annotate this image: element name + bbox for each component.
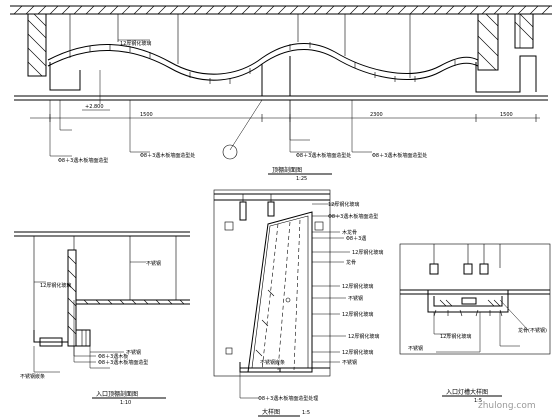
label-center-0: 12厚钢化玻璃 bbox=[328, 201, 359, 208]
dim-3: 1500 bbox=[500, 112, 513, 118]
left-base-detail bbox=[39, 337, 63, 347]
label-right-0: 12厚钢化玻璃 bbox=[440, 333, 471, 340]
label-center-12: 不锈钢嵌条 bbox=[260, 359, 285, 366]
label-top-4: Φ8＋3遇木板墙面造型处 bbox=[372, 152, 427, 159]
label-left-1: 不锈钢 bbox=[146, 260, 161, 267]
label-top-1: Φ8＋3遇木板墙面造型 bbox=[58, 157, 108, 164]
wave-ceiling-upper bbox=[47, 42, 479, 75]
column-far-right bbox=[514, 13, 534, 49]
label-center-10: 12厚钢化玻璃 bbox=[342, 349, 373, 356]
label-right-2: 不锈钢 bbox=[408, 345, 423, 352]
label-right-1: 龙骨(不锈钢) bbox=[518, 327, 547, 334]
label-center-7: 不锈钢 bbox=[348, 295, 363, 302]
label-center-1: Φ8＋3遇木板墙面造型 bbox=[328, 213, 378, 220]
watermark: zhulong.com bbox=[478, 401, 536, 411]
top-title: 顶棚剖面图 bbox=[272, 166, 302, 174]
label-center-4: 12厚钢化玻璃 bbox=[352, 249, 383, 256]
label-center-11: 不锈钢 bbox=[342, 359, 357, 366]
label-left-4: 不锈钢 bbox=[126, 349, 141, 356]
label-center-2: 木龙骨 bbox=[342, 229, 357, 236]
level-mark: +2.800 bbox=[85, 104, 104, 110]
right-scale: 1:5 bbox=[474, 398, 482, 404]
label-center-9: 12厚钢化玻璃 bbox=[348, 333, 379, 340]
section-marker bbox=[222, 144, 238, 160]
center-base-strip bbox=[239, 367, 281, 373]
top-ceiling-section: +2.800 1500 2300 1500 12厚钢化玻璃 Φ8＋3遇木板墙面造… bbox=[10, 5, 552, 182]
right-title: 入口灯槽大样图 bbox=[446, 388, 488, 396]
label-left-0: 12厚钢化玻璃 bbox=[40, 282, 71, 289]
label-left-3: Φ8＋3遇木板墙面造型 bbox=[98, 359, 148, 366]
center-frame bbox=[213, 189, 331, 377]
right-detail: 12厚钢化玻璃 龙骨(不锈钢) 不锈钢 入口灯槽大样图 1:5 bbox=[399, 243, 551, 404]
dim-2: 2300 bbox=[370, 112, 383, 118]
center-detail: 12厚钢化玻璃 Φ8＋3遇木板墙面造型 木龙骨 Φ8＋3遇 12厚钢化玻璃 龙骨… bbox=[213, 189, 383, 417]
label-top-2: Φ8＋3遇木板墙面造型处 bbox=[140, 152, 195, 159]
column-right bbox=[477, 13, 499, 71]
label-left-2: Φ8＋3遇木板 bbox=[98, 353, 128, 360]
label-center-5: 龙骨 bbox=[346, 259, 356, 266]
dim-1: 1500 bbox=[140, 112, 153, 118]
label-center-bottom: Φ8＋3遇木板墙面造型处理 bbox=[258, 395, 318, 402]
left-scale: 1:10 bbox=[120, 400, 131, 406]
light-trough bbox=[427, 290, 509, 313]
left-wall-panel bbox=[67, 249, 77, 347]
slab-hatch bbox=[13, 5, 551, 15]
label-left-5: 不锈钢嵌条 bbox=[20, 373, 45, 380]
wave-ceiling-lower bbox=[47, 48, 479, 81]
label-center-8: 12厚钢化玻璃 bbox=[342, 311, 373, 318]
slanted-glass-panel bbox=[247, 211, 313, 373]
label-center-3: Φ8＋3遇 bbox=[346, 235, 366, 242]
right-frame bbox=[399, 243, 551, 355]
left-title: 入口顶棚剖面图 bbox=[96, 390, 138, 398]
top-scale: 1:25 bbox=[296, 176, 307, 182]
label-top-0: 12厚钢化玻璃 bbox=[120, 40, 151, 47]
center-title: 大样图 bbox=[262, 408, 280, 416]
left-section: 12厚钢化玻璃 不锈钢 Φ8＋3遇木板 Φ8＋3遇木板墙面造型 不锈钢 不锈钢嵌… bbox=[14, 231, 190, 406]
center-scale: 1:5 bbox=[302, 410, 310, 416]
hanger-rods bbox=[69, 14, 521, 78]
label-top-3: Φ8＋3遇木板墙面造型处 bbox=[296, 152, 351, 159]
column-left bbox=[27, 13, 47, 77]
label-center-6: 12厚钢化玻璃 bbox=[342, 283, 373, 290]
